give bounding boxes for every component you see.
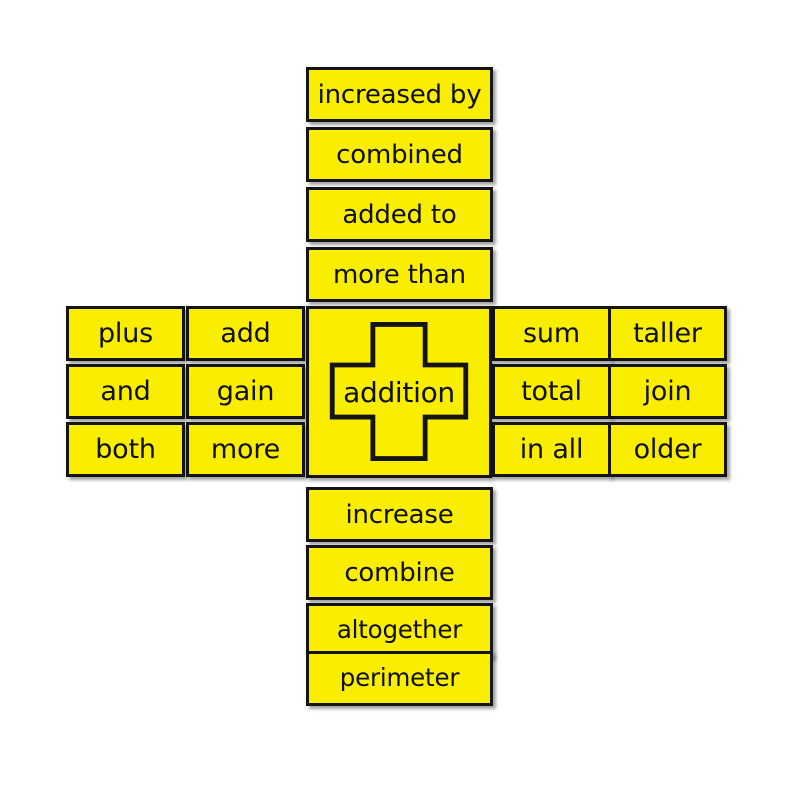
word-card-right-r2-c2[interactable]: join <box>608 364 727 419</box>
word-card-label: increased by <box>317 79 482 110</box>
word-card-label: added to <box>342 199 457 230</box>
word-card-label: altogether <box>336 615 463 645</box>
word-card-left-r2-c1[interactable]: and <box>66 364 185 419</box>
word-card-left-r1-c1[interactable]: plus <box>66 306 185 361</box>
word-card-label: taller <box>633 318 702 349</box>
word-card-label: older <box>633 434 702 465</box>
word-card-bottom-4[interactable]: perimeter <box>306 651 493 706</box>
word-card-bottom-3[interactable]: altogether <box>306 603 493 658</box>
word-card-label: total <box>521 376 582 407</box>
plus-sign-icon <box>329 322 469 462</box>
word-card-label: gain <box>216 376 275 407</box>
word-card-right-r2-c1[interactable]: total <box>492 364 611 419</box>
word-card-right-r1-c2[interactable]: taller <box>608 306 727 361</box>
word-card-label: add <box>220 318 271 349</box>
word-card-left-r2-c2[interactable]: gain <box>186 364 305 419</box>
center-label: addition <box>343 375 455 409</box>
word-card-top-2[interactable]: combined <box>306 127 493 182</box>
center-tile-addition[interactable]: addition <box>306 306 492 478</box>
word-card-label: perimeter <box>339 663 460 693</box>
word-card-bottom-1[interactable]: increase <box>306 487 493 542</box>
word-card-right-r3-c2[interactable]: older <box>608 422 727 477</box>
word-card-top-4[interactable]: more than <box>306 247 493 302</box>
word-card-label: more <box>210 434 281 465</box>
word-card-label: both <box>95 434 156 465</box>
word-card-right-r1-c1[interactable]: sum <box>492 306 611 361</box>
word-card-top-1[interactable]: increased by <box>306 67 493 122</box>
word-card-label: increase <box>345 499 454 530</box>
word-card-label: join <box>643 376 692 407</box>
word-card-label: more than <box>333 259 466 290</box>
word-card-label: sum <box>523 318 580 349</box>
word-card-left-r3-c2[interactable]: more <box>186 422 305 477</box>
word-card-label: in all <box>519 434 584 465</box>
word-card-top-3[interactable]: added to <box>306 187 493 242</box>
word-card-right-r3-c1[interactable]: in all <box>492 422 611 477</box>
word-card-label: combined <box>336 139 463 170</box>
word-card-label: combine <box>344 557 455 588</box>
word-card-bottom-2[interactable]: combine <box>306 545 493 600</box>
word-card-left-r3-c1[interactable]: both <box>66 422 185 477</box>
word-card-left-r1-c2[interactable]: add <box>186 306 305 361</box>
word-card-label: and <box>100 376 151 407</box>
word-card-label: plus <box>97 318 154 349</box>
